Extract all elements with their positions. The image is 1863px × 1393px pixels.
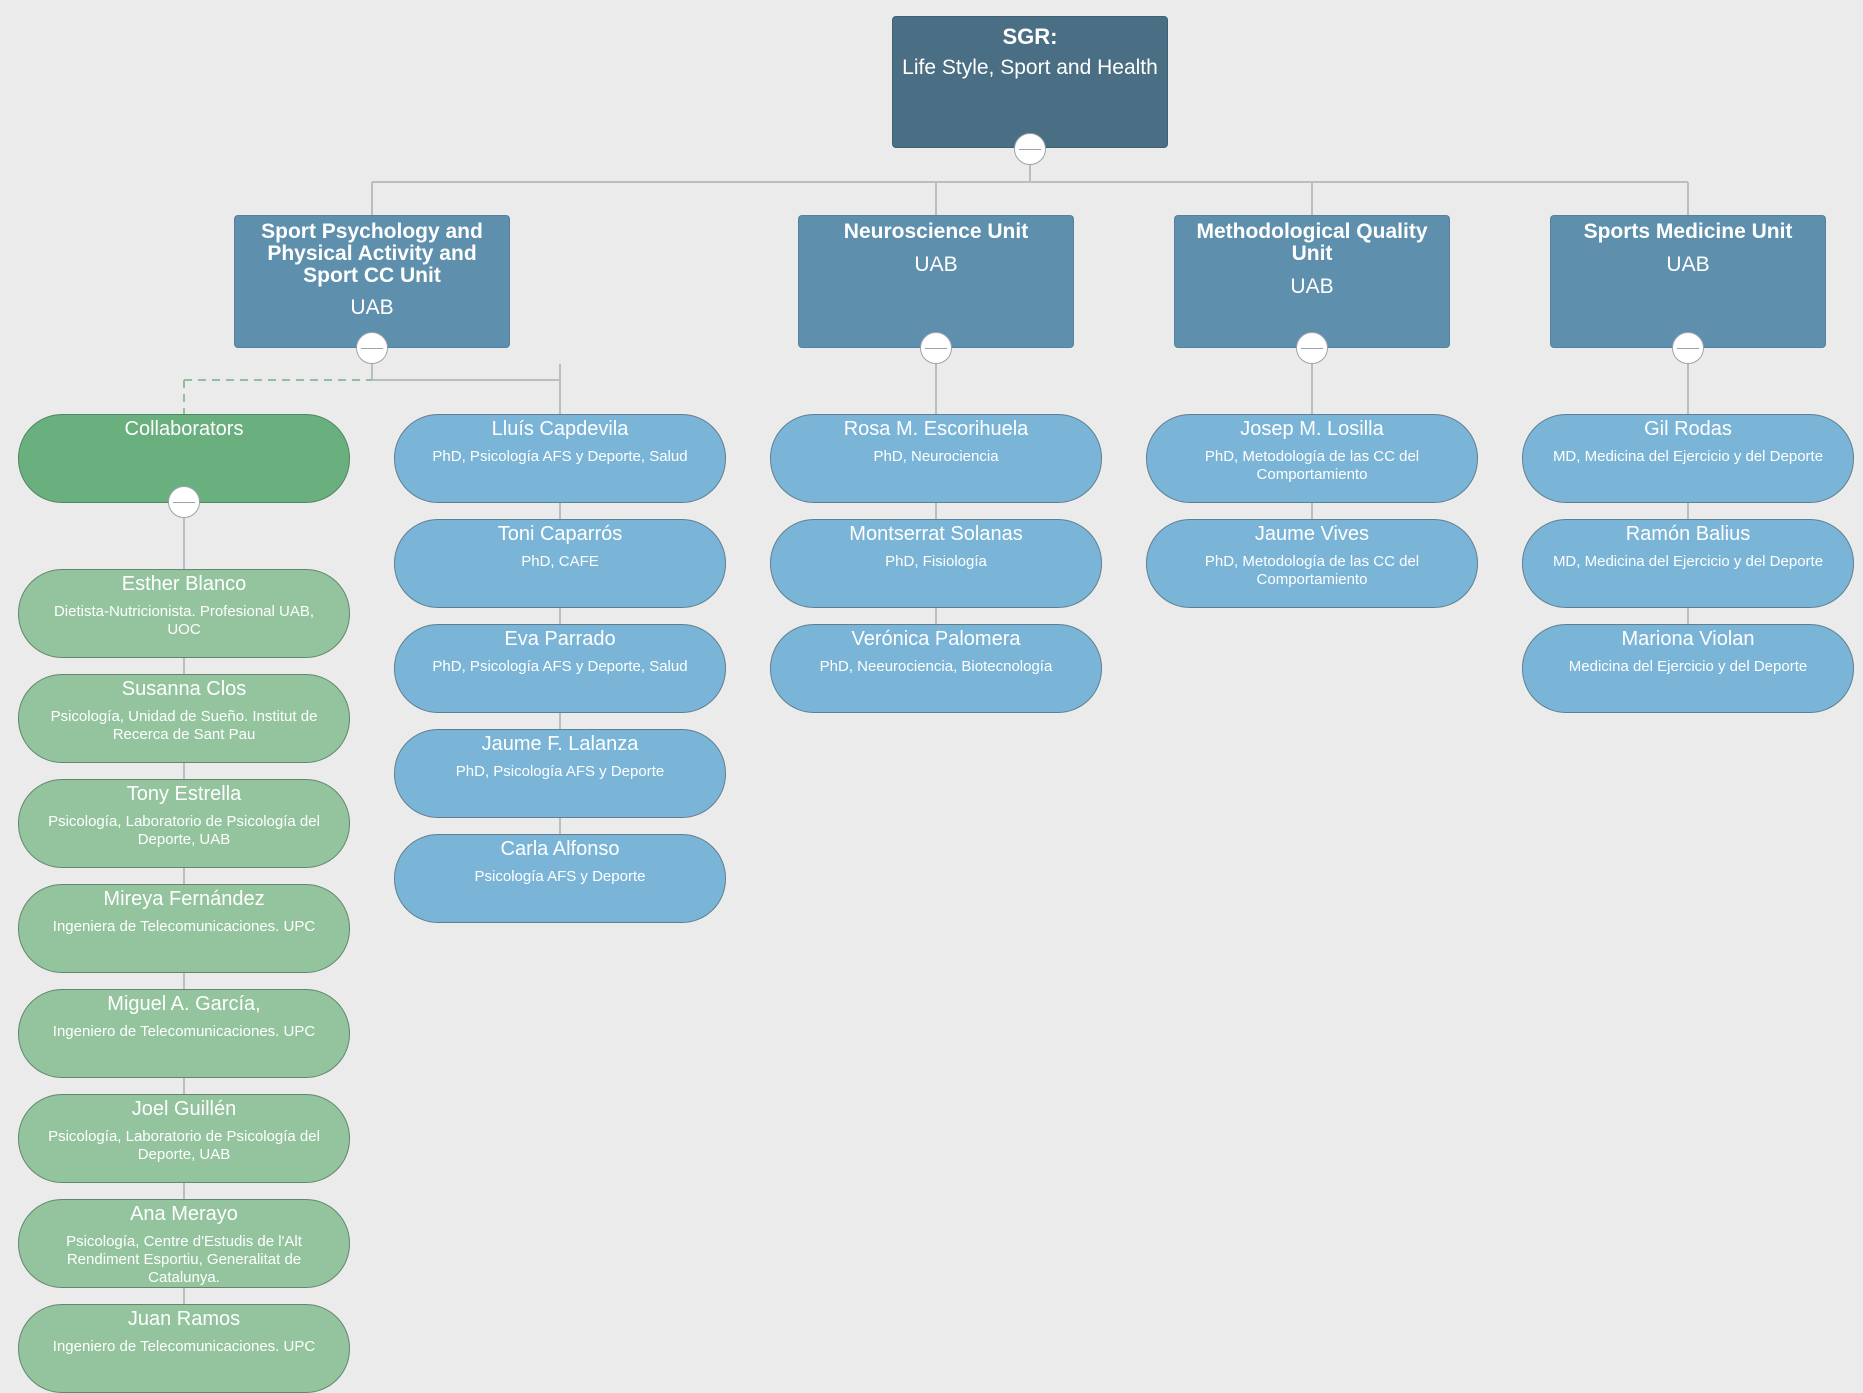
member-josep-m-losilla[interactable]: Josep M. Losilla PhD, Metodología de las… — [1146, 414, 1478, 503]
member-name: Josep M. Losilla — [1240, 418, 1384, 440]
unit-subtitle: UAB — [1290, 275, 1334, 298]
unit-sports-medicine[interactable]: Sports Medicine Unit UAB — [1550, 215, 1826, 348]
member-desc: Psicología, Laboratorio de Psicología de… — [48, 813, 320, 848]
member-name: Mariona Violan — [1621, 628, 1755, 650]
member-name: Ramón Balius — [1625, 523, 1751, 545]
collapse-toggle-sports-medicine[interactable] — [1672, 332, 1704, 364]
unit-neuroscience[interactable]: Neuroscience Unit UAB — [798, 215, 1074, 348]
unit-subtitle: UAB — [1666, 253, 1710, 276]
member-name: Lluís Capdevila — [491, 418, 629, 440]
root-title: SGR: — [1002, 24, 1058, 49]
member-desc: Ingeniera de Telecomunicaciones. UPC — [52, 918, 316, 935]
member-desc: Ingeniero de Telecomunicaciones. UPC — [52, 1023, 316, 1040]
collapse-toggle-methodological-quality[interactable] — [1296, 332, 1328, 364]
member-name: Montserrat Solanas — [849, 523, 1023, 545]
member-name: Jaume Vives — [1254, 523, 1370, 545]
member-desc: PhD, Metodología de las CC del Comportam… — [1204, 448, 1420, 483]
member-name: Eva Parrado — [504, 628, 616, 650]
member-desc: PhD, CAFE — [521, 553, 599, 570]
member-name: Ana Merayo — [130, 1203, 238, 1225]
unit-title: Methodological Quality Unit — [1196, 220, 1428, 265]
unit-title: Sport Psychology and Physical Activity a… — [261, 220, 483, 287]
collaborator-esther-blanco[interactable]: Esther Blanco Dietista-Nutricionista. Pr… — [18, 569, 350, 658]
member-desc: PhD, Neurociencia — [873, 448, 999, 465]
member-name: Susanna Clos — [121, 678, 247, 700]
member-name: Jaume F. Lalanza — [481, 733, 639, 755]
member-lluis-capdevila[interactable]: Lluís Capdevila PhD, Psicología AFS y De… — [394, 414, 726, 503]
member-desc: PhD, Fisiología — [885, 553, 987, 570]
member-desc: Psicología, Centre d'Estudis de l'Alt Re… — [66, 1233, 302, 1286]
member-rosa-m-escorihuela[interactable]: Rosa M. Escorihuela PhD, Neurociencia — [770, 414, 1102, 503]
root-subtitle: Life Style, Sport and Health — [902, 56, 1158, 79]
member-desc: MD, Medicina del Ejercicio y del Deporte — [1552, 448, 1824, 465]
member-desc: Dietista-Nutricionista. Profesional UAB,… — [53, 603, 315, 638]
unit-subtitle: UAB — [350, 296, 394, 319]
collapse-toggle-neuroscience[interactable] — [920, 332, 952, 364]
member-name: Verónica Palomera — [851, 628, 1021, 650]
unit-sport-psychology[interactable]: Sport Psychology and Physical Activity a… — [234, 215, 510, 348]
member-name: Mireya Fernández — [103, 888, 265, 910]
collaborators-title: Collaborators — [124, 418, 244, 440]
member-carla-alfonso[interactable]: Carla Alfonso Psicología AFS y Deporte — [394, 834, 726, 923]
member-mariona-violan[interactable]: Mariona Violan Medicina del Ejercicio y … — [1522, 624, 1854, 713]
member-veronica-palomera[interactable]: Verónica Palomera PhD, Neeurociencia, Bi… — [770, 624, 1102, 713]
member-desc: Ingeniero de Telecomunicaciones. UPC — [52, 1338, 316, 1355]
member-jaume-f-lalanza[interactable]: Jaume F. Lalanza PhD, Psicología AFS y D… — [394, 729, 726, 818]
unit-title: Sports Medicine Unit — [1583, 220, 1793, 243]
member-eva-parrado[interactable]: Eva Parrado PhD, Psicología AFS y Deport… — [394, 624, 726, 713]
collaborator-tony-estrella[interactable]: Tony Estrella Psicología, Laboratorio de… — [18, 779, 350, 868]
member-name: Carla Alfonso — [500, 838, 620, 860]
root-node[interactable]: SGR: Life Style, Sport and Health — [892, 16, 1168, 148]
member-desc: Psicología AFS y Deporte — [474, 868, 646, 885]
member-name: Esther Blanco — [121, 573, 247, 595]
member-name: Rosa M. Escorihuela — [843, 418, 1029, 440]
member-desc: PhD, Psicología AFS y Deporte, Salud — [432, 658, 688, 675]
member-desc: Psicología, Laboratorio de Psicología de… — [48, 1128, 320, 1163]
member-toni-caparros[interactable]: Toni Caparrós PhD, CAFE — [394, 519, 726, 608]
member-desc: PhD, Psicología AFS y Deporte — [455, 763, 665, 780]
unit-title: Neuroscience Unit — [843, 220, 1029, 243]
member-desc: Medicina del Ejercicio y del Deporte — [1568, 658, 1808, 675]
member-name: Gil Rodas — [1644, 418, 1732, 440]
unit-methodological-quality[interactable]: Methodological Quality Unit UAB — [1174, 215, 1450, 348]
member-gil-rodas[interactable]: Gil Rodas MD, Medicina del Ejercicio y d… — [1522, 414, 1854, 503]
collaborator-susanna-clos[interactable]: Susanna Clos Psicología, Unidad de Sueño… — [18, 674, 350, 763]
member-ramon-balius[interactable]: Ramón Balius MD, Medicina del Ejercicio … — [1522, 519, 1854, 608]
member-name: Toni Caparrós — [497, 523, 623, 545]
collapse-toggle-root[interactable] — [1014, 133, 1046, 165]
member-name: Miguel A. García, — [107, 993, 261, 1015]
member-desc: MD, Medicina del Ejercicio y del Deporte — [1552, 553, 1824, 570]
collaborator-ana-merayo[interactable]: Ana Merayo Psicología, Centre d'Estudis … — [18, 1199, 350, 1288]
collaborator-joel-guillen[interactable]: Joel Guillén Psicología, Laboratorio de … — [18, 1094, 350, 1183]
collapse-toggle-sport-psychology[interactable] — [356, 332, 388, 364]
collapse-toggle-collaborators[interactable] — [168, 486, 200, 518]
unit-subtitle: UAB — [914, 253, 958, 276]
member-name: Joel Guillén — [131, 1098, 237, 1120]
member-desc: PhD, Metodología de las CC del Comportam… — [1204, 553, 1420, 588]
member-name: Juan Ramos — [127, 1308, 241, 1330]
member-desc: Psicología, Unidad de Sueño. Institut de… — [50, 708, 318, 743]
collaborator-miguel-a-garcia[interactable]: Miguel A. García, Ingeniero de Telecomun… — [18, 989, 350, 1078]
member-montserrat-solanas[interactable]: Montserrat Solanas PhD, Fisiología — [770, 519, 1102, 608]
member-desc: PhD, Neeurociencia, Biotecnología — [819, 658, 1053, 675]
collaborator-juan-ramos[interactable]: Juan Ramos Ingeniero de Telecomunicacion… — [18, 1304, 350, 1393]
member-jaume-vives[interactable]: Jaume Vives PhD, Metodología de las CC d… — [1146, 519, 1478, 608]
member-name: Tony Estrella — [126, 783, 242, 805]
member-desc: PhD, Psicología AFS y Deporte, Salud — [432, 448, 688, 465]
collaborator-mireya-fernandez[interactable]: Mireya Fernández Ingeniera de Telecomuni… — [18, 884, 350, 973]
